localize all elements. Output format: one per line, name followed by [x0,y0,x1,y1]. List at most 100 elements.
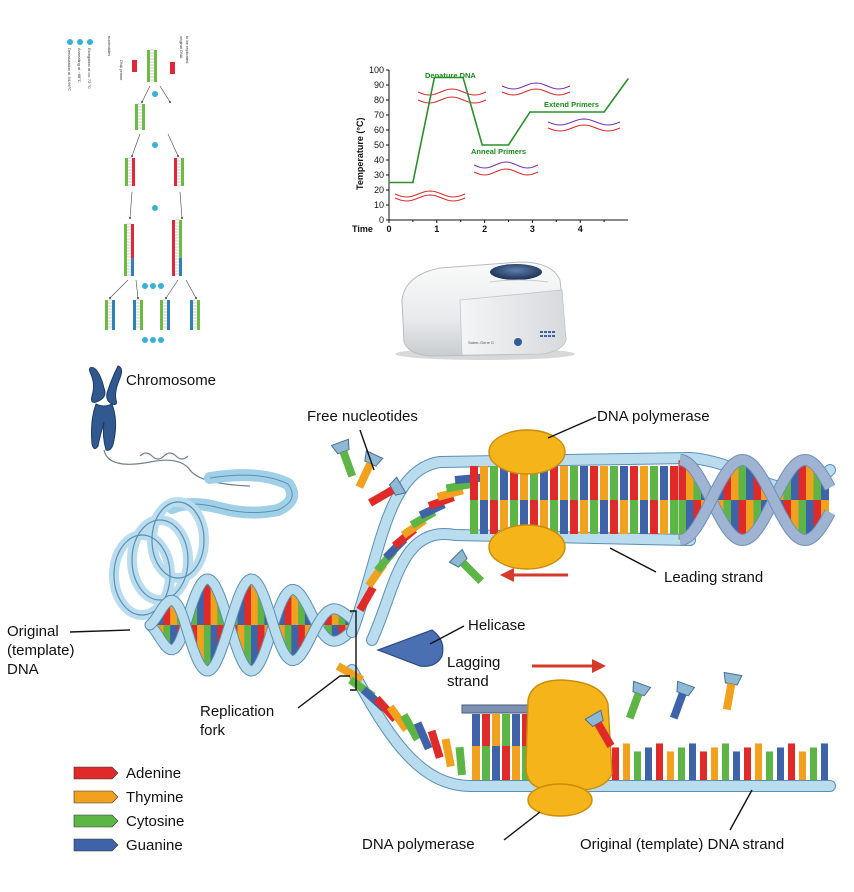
label-original-template-strand: Original (template) DNA strand [580,836,784,853]
pcr-arrow [131,133,141,157]
pcr-dna-strand [147,50,150,82]
nucleotide-sugar-phosphate [448,548,468,568]
base-pair [723,470,732,500]
legend-swatch [73,790,119,804]
legend-swatch [73,766,119,780]
base-pair [570,500,578,534]
base-pair [630,466,638,500]
thermocycler-logo-icon [514,338,522,346]
base-pair [480,466,488,500]
base-pair [522,714,530,746]
pcr-step-3: Elongation at ca. 72 °C [87,48,92,89]
pcr-arrow [179,191,183,219]
pcr-dna-strand [140,300,143,330]
chart-dna-squiggle [417,96,487,104]
pcr-top-label-2: to be replicated [185,36,190,63]
pcr-dna-strand [133,300,136,330]
base-pair [650,500,658,534]
base-pair [670,466,678,500]
base-pair [570,466,578,500]
base-pair [590,500,598,534]
base-pair [237,625,247,662]
nucleotide-base [460,560,485,585]
base-pair [210,585,220,625]
pcr-dna-strand [135,104,138,130]
legend-label: Adenine [126,765,181,782]
pcr-step-dot [150,283,156,289]
pcr-primer [170,62,175,74]
base-pair [356,585,377,612]
base-pair [746,500,754,538]
dna-polymerase-top [488,429,566,570]
pcr-dna-strand [181,158,184,186]
pcr-top-label-1: original DNA [179,36,184,59]
label-original-template-dna: Original(template)DNA [7,623,75,678]
base-pair [530,500,538,534]
base-pair [298,597,308,625]
base-pair [753,470,762,500]
base-pair [580,500,588,534]
free-nucleotide [669,680,696,720]
chart-y-tick-label: 80 [374,95,384,105]
pcr-dna-strand [160,300,163,330]
free-nucleotide [355,450,384,489]
template-base [733,751,740,780]
base-pair [490,500,498,534]
chart-y-tick-label: 0 [379,215,384,225]
chart-y-tick-label: 100 [369,65,384,75]
base-pair [693,500,702,526]
label-chromosome: Chromosome [126,372,216,389]
template-base [634,751,641,780]
base-pair [413,721,433,751]
base-pair [510,500,518,534]
base-pair [806,461,814,500]
chart-y-tick-label: 60 [374,125,384,135]
legend-swatch [73,838,119,852]
chromatin-fiber [166,469,299,519]
base-pair [257,625,267,658]
legend-item-cytosine: Cytosine [73,813,184,830]
nucleotide-sugar-phosphate [723,671,743,686]
base-pair [783,500,792,526]
legend-swatch [73,814,119,828]
chart-dna-squiggle [394,194,466,202]
base-pair [791,464,799,500]
leading-direction-arrow [500,568,568,582]
base-pair [746,462,754,500]
base-pair [560,466,568,500]
base-pair [441,738,455,768]
base-pair [170,601,180,625]
chart-x-tick-label: 3 [530,224,535,234]
pcr-step-dot [152,142,158,148]
base-pair [813,500,822,533]
thermocycler-image: Saber-Gene G [395,261,575,360]
legend-item-guanine: Guanine [73,837,183,854]
base-pair [244,625,254,671]
pcr-arrow [109,279,129,299]
replication-fork-bracket [350,610,357,691]
supercoiled-dna [109,497,209,620]
pcr-step-dot [152,205,158,211]
pcr-primer [132,60,137,72]
template-base [821,743,828,780]
helicase-icon [376,629,444,667]
base-pair [798,460,807,500]
pcr-dna-strand [142,104,145,130]
base-pair [678,460,687,500]
pcr-dna-strand [154,50,157,82]
chromosome-icon [89,365,251,487]
base-pair [203,625,213,671]
template-base [612,747,619,780]
free-nucleotide [625,680,652,720]
legend-label: Cytosine [126,813,184,830]
template-base [656,743,663,780]
pcr-cycle-panel: Denaturation at 94-96°C Annealing at ~68… [67,36,200,343]
nucleotide-base [669,692,687,720]
chart-y-tick-label: 90 [374,80,384,90]
template-base [777,747,784,780]
chart-dna-squiggle [547,118,621,126]
base-pair [284,625,294,660]
label-dna-polymerase-bottom: DNA polymerase [362,836,475,853]
